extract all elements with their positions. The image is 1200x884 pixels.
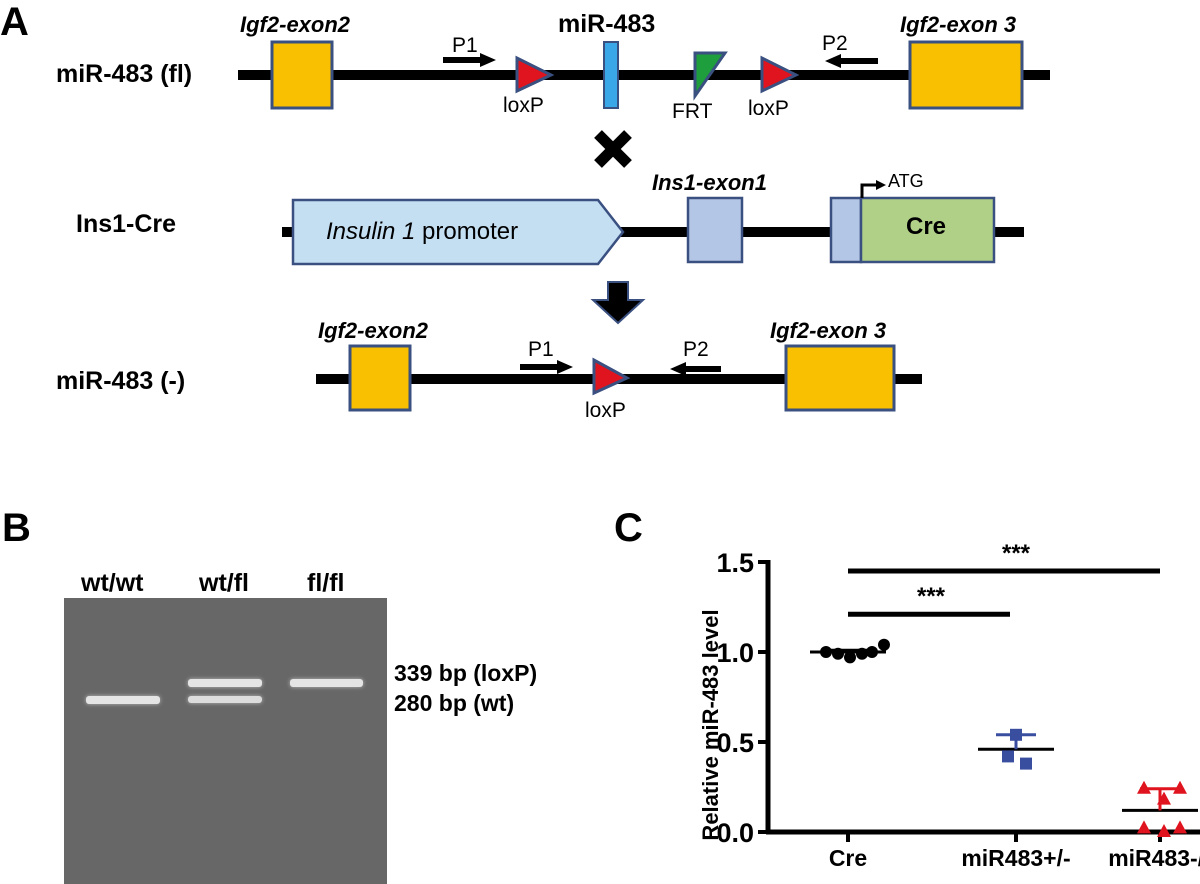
igf2-exon3-label: Igf2-exon 3 xyxy=(900,12,1017,37)
mir483-label: miR-483 xyxy=(558,10,656,38)
frt-icon xyxy=(693,51,728,101)
data-point-circle xyxy=(878,638,890,651)
loxp-left-label: loxP xyxy=(503,94,544,117)
primer-p1-label-deleted: P1 xyxy=(528,338,554,361)
data-point-circle xyxy=(832,647,844,660)
ins1-exon-part-box xyxy=(829,196,863,264)
loxp-left-icon xyxy=(515,55,555,94)
data-point-triangle xyxy=(1157,791,1171,805)
frt-label: FRT xyxy=(672,100,713,123)
band-fl-fl-339bp xyxy=(290,679,363,687)
data-point-triangle xyxy=(1173,820,1187,834)
panel-a-diagram xyxy=(238,40,1050,412)
band-label-280bp: 280 bp (wt) xyxy=(394,690,515,716)
ins1-exon1-box xyxy=(686,196,744,264)
panel-c-letter: C xyxy=(614,506,643,550)
x-tick-label: miR483+/- xyxy=(961,845,1070,871)
x-tick-label: miR483-/- xyxy=(1108,845,1200,871)
dna-backbone-cre xyxy=(282,227,1024,237)
dna-backbone-fl xyxy=(238,70,1050,80)
lane-label-wt-fl: wt/fl xyxy=(199,569,249,597)
down-arrow-icon xyxy=(590,281,646,325)
cross-icon xyxy=(594,130,632,168)
band-wt-wt-280bp xyxy=(86,696,160,704)
panel-a-letter: A xyxy=(0,0,29,44)
igf2-exon3-label-deleted: Igf2-exon 3 xyxy=(770,318,887,343)
igf2-exon2-label: Igf2-exon2 xyxy=(240,12,351,37)
significance-label: *** xyxy=(1002,540,1031,567)
mir483-box xyxy=(603,41,619,109)
loxp-right-icon xyxy=(760,55,800,94)
row-label-mir483-fl: miR-483 (fl) xyxy=(56,60,193,88)
data-point-circle xyxy=(866,646,878,658)
y-tick-label: 0.5 xyxy=(716,728,754,758)
primer-p1-arrow-icon xyxy=(520,360,573,374)
row-label-ins1-cre: Ins1-Cre xyxy=(76,210,177,238)
igf2-exon3-box-deleted xyxy=(784,344,896,412)
data-point-triangle xyxy=(1173,780,1187,794)
primer-p1-arrow-icon xyxy=(443,53,496,67)
primer-p2-arrow-icon xyxy=(825,54,878,68)
lane-label-wt-wt: wt/wt xyxy=(81,569,144,597)
y-tick-label: 1.5 xyxy=(716,548,754,578)
band-wt-fl-339bp xyxy=(188,679,262,687)
igf2-exon2-box xyxy=(270,40,334,110)
promoter-text: promoter xyxy=(415,218,519,245)
transcription-start-arrow-icon xyxy=(860,180,886,198)
cre-label: Cre xyxy=(906,213,947,240)
insulin1-promoter-label: Insulin 1 promoter xyxy=(326,220,518,244)
data-point-triangle xyxy=(1157,824,1171,837)
row-label-mir483-deleted: miR-483 (-) xyxy=(56,367,186,395)
loxp-right-label: loxP xyxy=(748,97,789,120)
primer-p2-arrow-icon xyxy=(670,362,721,376)
lane-label-fl-fl: fl/fl xyxy=(307,569,345,597)
loxp-icon xyxy=(592,357,631,396)
igf2-exon2-label-deleted: Igf2-exon2 xyxy=(318,318,429,343)
significance-label: *** xyxy=(917,583,946,610)
y-tick-label: 1.0 xyxy=(716,638,754,668)
data-marks: *** *** xyxy=(810,540,1198,837)
data-point-square xyxy=(1020,757,1032,770)
promoter-gene-name: Insulin 1 xyxy=(326,218,416,245)
primer-p2-label: P2 xyxy=(822,32,848,55)
data-point-circle xyxy=(820,646,832,658)
y-axis-label: Relative miR-483 level xyxy=(698,609,723,840)
igf2-exon3-box xyxy=(908,40,1024,110)
data-point-square xyxy=(1002,750,1014,763)
agarose-gel xyxy=(64,598,387,884)
insulin1-promoter-box xyxy=(291,198,625,266)
cre-box xyxy=(859,196,996,264)
y-tick-label: 0.0 xyxy=(716,818,754,848)
band-wt-fl-280bp xyxy=(188,696,262,703)
data-point-circle xyxy=(844,651,856,664)
data-point-circle xyxy=(856,647,868,660)
primer-p2-label-deleted: P2 xyxy=(683,338,709,361)
primer-p1-label: P1 xyxy=(452,34,478,57)
data-point-square xyxy=(1010,728,1022,741)
data-point-triangle xyxy=(1137,820,1151,834)
ins1-exon1-label: Ins1-exon1 xyxy=(652,170,767,195)
x-tick-label: Cre xyxy=(829,845,867,871)
loxp-label-deleted: loxP xyxy=(585,399,626,422)
atg-label: ATG xyxy=(888,171,924,191)
igf2-exon2-box-deleted xyxy=(348,344,412,412)
data-point-triangle xyxy=(1137,780,1151,794)
band-label-339bp: 339 bp (loxP) xyxy=(394,660,538,686)
panel-b-letter: B xyxy=(2,506,31,550)
